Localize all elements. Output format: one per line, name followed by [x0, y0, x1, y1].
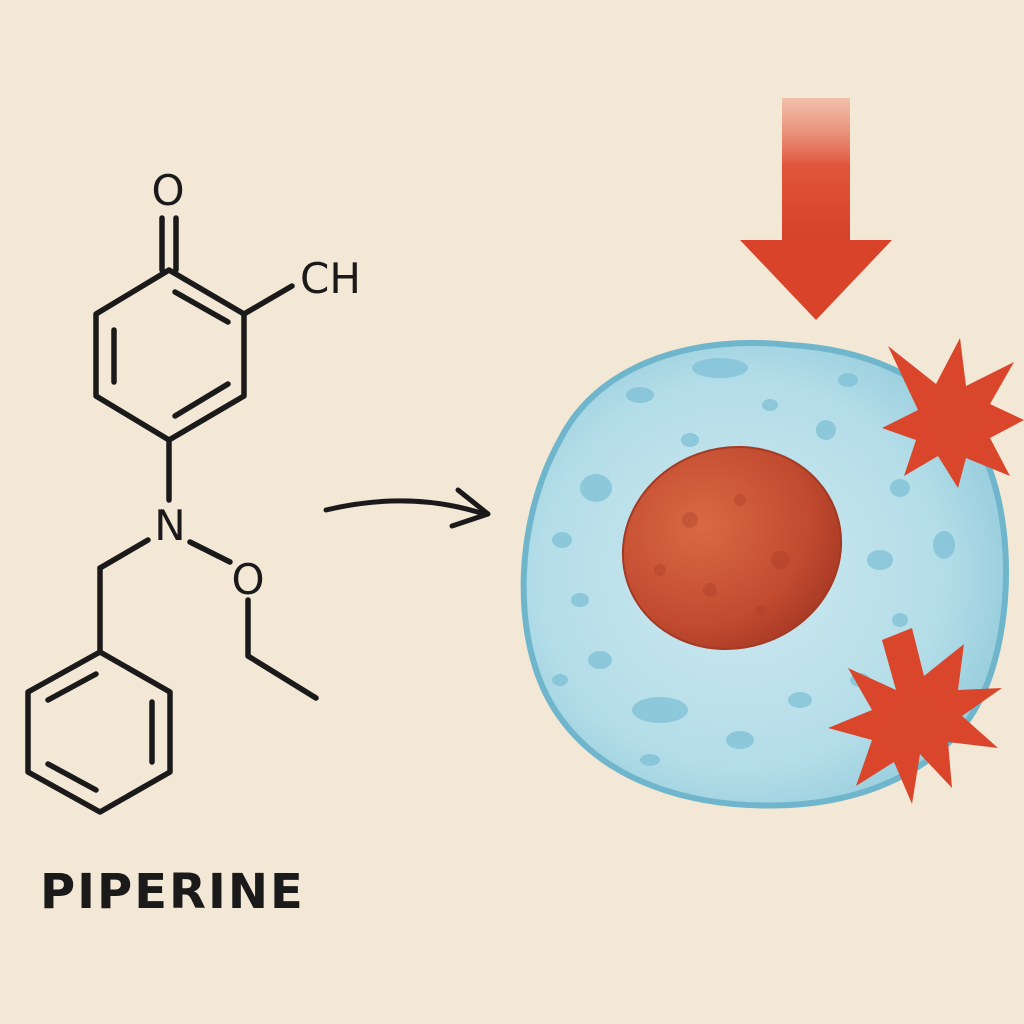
carbonyl-double-bond — [159, 215, 179, 273]
cytoplasm-granules — [552, 358, 955, 766]
upper-ring — [93, 267, 247, 443]
cell-nucleus — [621, 446, 843, 650]
molecule-name: PIPERINE — [40, 864, 305, 920]
ethyl-chain — [245, 597, 319, 701]
methyl-bond — [241, 283, 295, 317]
nucleus-texture — [654, 494, 789, 615]
methyl-label: CH — [300, 254, 361, 303]
molecule-structure: O CH N O PIPERINE — [25, 166, 361, 920]
red-down-arrow — [740, 98, 892, 320]
carbonyl-oxygen-label: O — [151, 166, 184, 215]
damage-burst-lower — [828, 628, 1002, 804]
nitrogen-oxygen-bond — [187, 539, 233, 565]
curved-arrow — [323, 487, 491, 529]
nitrogen-label: N — [154, 501, 185, 550]
lower-ring — [25, 649, 173, 815]
damage-burst-upper — [882, 338, 1024, 488]
nitrogen-benzyl-bond — [97, 537, 151, 571]
ether-oxygen-label: O — [231, 555, 264, 604]
